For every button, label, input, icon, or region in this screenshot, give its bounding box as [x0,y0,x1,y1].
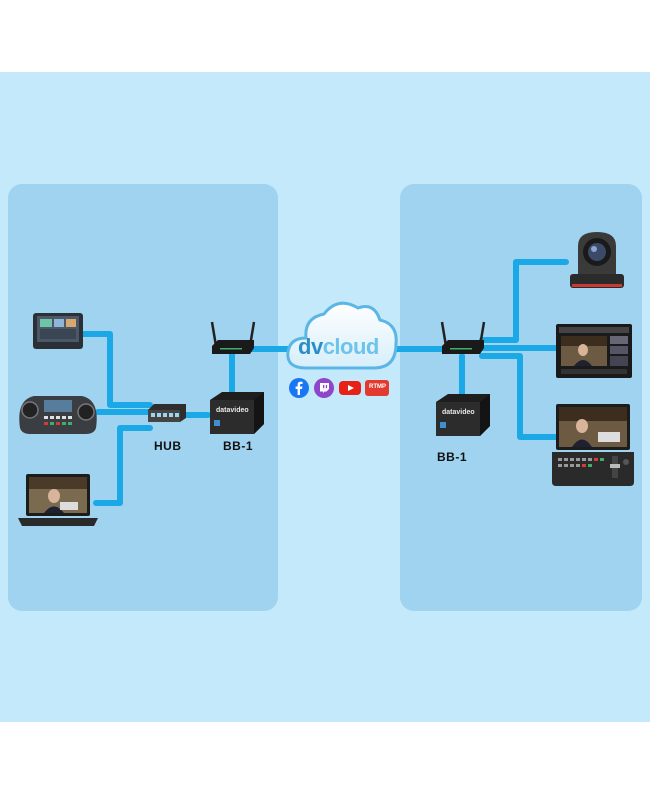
rtmp-label: RTMP [369,384,386,390]
network-hub-device [148,404,186,422]
laptop-device [18,474,98,526]
bb1-encoder-left [210,392,264,434]
wire-laptop-hub [93,425,153,506]
router-left-device [210,321,256,354]
twitch-icon [314,378,334,398]
dvcloud-logo: dvcloud [298,334,379,360]
bb1-left-label: BB-1 [223,439,254,453]
dvcloud-logo-cloud: cloud [322,334,380,359]
diagram-canvas: HUB datavideo BB-1 dvcloud [0,72,650,722]
youtube-icon [339,381,361,395]
bb1-right-brand: datavideo [442,409,475,416]
wire-tablet-hub [79,331,153,408]
connection-wires [79,259,569,506]
bb1-encoder-right [436,394,490,436]
wire-router-switcher [479,353,559,440]
bb1-left-brand: datavideo [216,407,249,414]
dvcloud-logo-dv: dv [298,334,323,359]
router-right-device [440,321,486,354]
rtmp-icon [365,380,389,396]
cloud-icon [286,301,398,370]
monitor-device [556,324,632,378]
bb1-right-label: BB-1 [437,450,468,464]
facebook-icon [289,378,309,398]
video-switcher-device [552,404,634,486]
hub-label: HUB [154,439,182,453]
camera-controller-device [19,396,97,434]
wire-router-camera [479,259,569,343]
ptz-camera-device [570,232,624,288]
tablet-device [33,313,83,349]
